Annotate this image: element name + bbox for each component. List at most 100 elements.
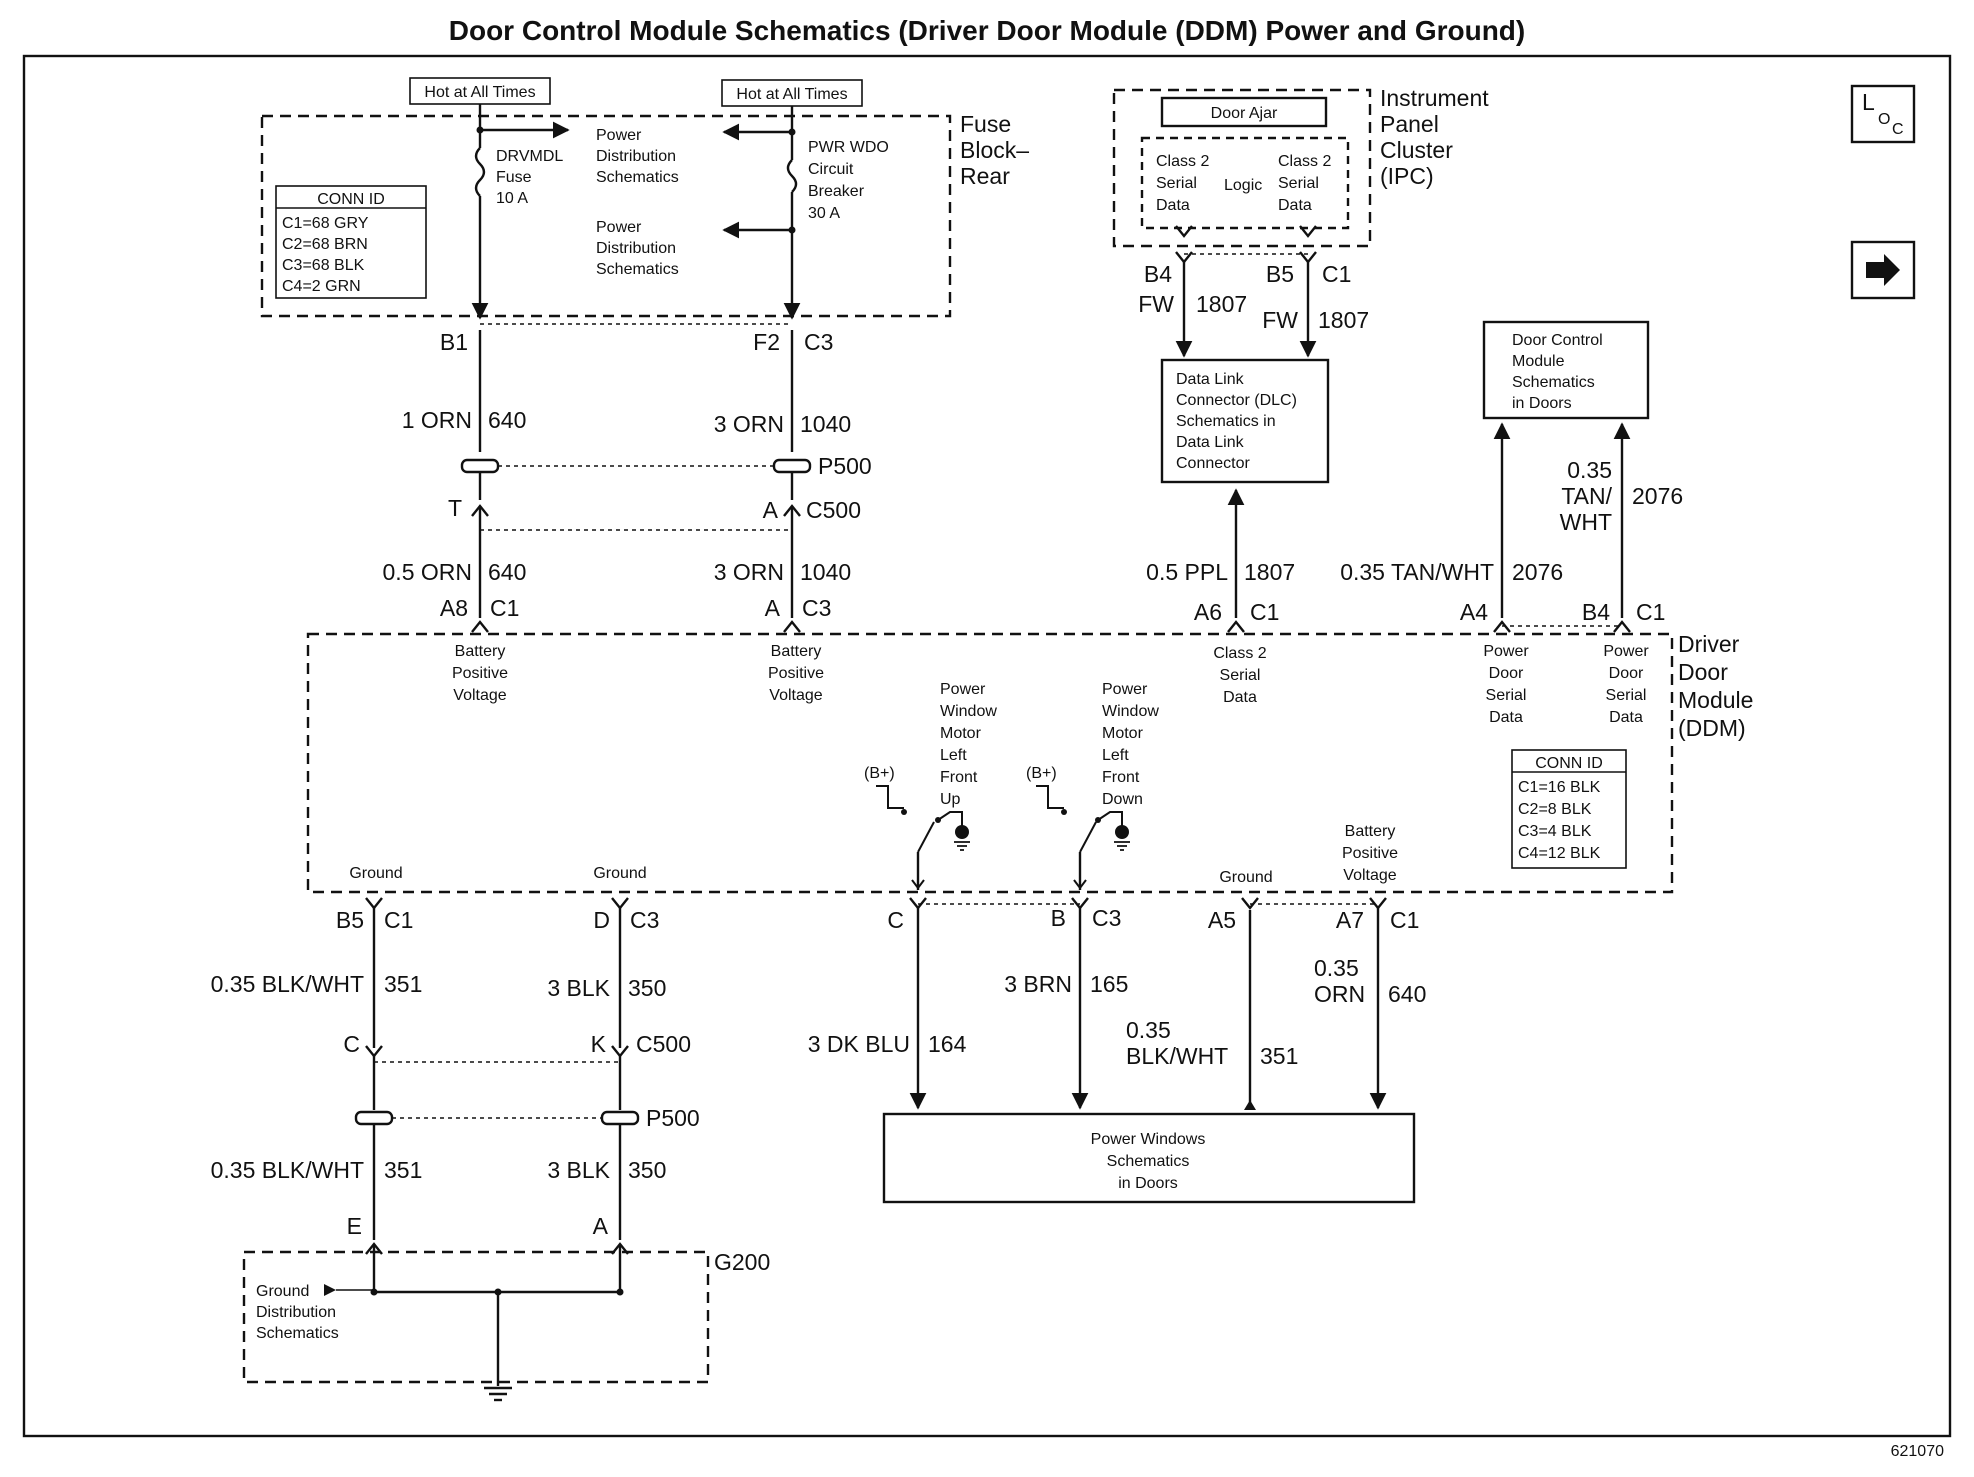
svg-text:T: T bbox=[448, 495, 462, 521]
svg-text:Motor: Motor bbox=[1102, 725, 1144, 742]
svg-text:1807: 1807 bbox=[1196, 291, 1247, 317]
svg-text:CONN ID: CONN ID bbox=[317, 191, 385, 208]
svg-text:1040: 1040 bbox=[800, 559, 851, 585]
figure-number: 621070 bbox=[1891, 1443, 1944, 1460]
svg-text:Power: Power bbox=[596, 127, 642, 144]
svg-text:Door: Door bbox=[1489, 665, 1524, 682]
svg-text:C3: C3 bbox=[1092, 905, 1121, 931]
svg-text:3 ORN: 3 ORN bbox=[714, 411, 784, 437]
svg-text:Battery: Battery bbox=[455, 643, 506, 660]
svg-text:0.5 PPL: 0.5 PPL bbox=[1146, 559, 1228, 585]
p500-connector-right bbox=[772, 458, 812, 474]
svg-text:0.35: 0.35 bbox=[1126, 1017, 1171, 1043]
upper-left-wires: B1 F2 C3 1 ORN 640 3 ORN 1040 P500 T A C… bbox=[383, 323, 872, 633]
svg-text:C1=16 BLK: C1=16 BLK bbox=[1518, 779, 1601, 796]
svg-text:G200: G200 bbox=[714, 1249, 770, 1275]
svg-text:A: A bbox=[763, 497, 779, 523]
svg-text:Voltage: Voltage bbox=[453, 687, 506, 704]
data-link-connector-box[interactable]: Data Link Connector (DLC) Schematics in … bbox=[1160, 358, 1330, 484]
ground-icon bbox=[484, 1386, 512, 1402]
svg-text:C4=12 BLK: C4=12 BLK bbox=[1518, 845, 1601, 862]
lower-right-wires: C B C3 3 DK BLU 164 3 BRN 165 A5 A7 C1 0… bbox=[808, 897, 1426, 1110]
svg-text:ORN: ORN bbox=[1314, 981, 1365, 1007]
svg-text:Positive: Positive bbox=[452, 665, 508, 682]
svg-text:1040: 1040 bbox=[800, 411, 851, 437]
svg-text:Data: Data bbox=[1223, 689, 1257, 706]
lower-left-ground-wires: B5 C1 D C3 0.35 BLK/WHT 351 3 BLK 350 C … bbox=[211, 897, 700, 1255]
fuse-block-rear: Fuse Block– Rear Hot at All Times Hot at… bbox=[260, 77, 1029, 320]
svg-text:640: 640 bbox=[488, 559, 526, 585]
svg-text:A6: A6 bbox=[1194, 599, 1222, 625]
svg-text:1807: 1807 bbox=[1318, 307, 1369, 333]
svg-text:Hot at All Times: Hot at All Times bbox=[424, 84, 535, 101]
door-control-module-doors-box[interactable]: Door Control Module Schematics in Doors bbox=[1482, 320, 1650, 420]
svg-text:Class 2: Class 2 bbox=[1213, 645, 1266, 662]
svg-text:351: 351 bbox=[384, 971, 422, 997]
svg-text:C500: C500 bbox=[636, 1031, 691, 1057]
svg-text:CONN ID: CONN ID bbox=[1535, 755, 1603, 772]
svg-text:Ground: Ground bbox=[349, 865, 402, 882]
svg-text:C1: C1 bbox=[1636, 599, 1665, 625]
svg-text:3 BLK: 3 BLK bbox=[547, 975, 610, 1001]
driver-door-module: Driver Door Module (DDM) Battery Positiv… bbox=[306, 631, 1753, 894]
ground-distribution-arrow-icon bbox=[324, 1284, 336, 1296]
svg-text:in Doors: in Doors bbox=[1512, 395, 1572, 412]
svg-text:Positive: Positive bbox=[1342, 845, 1398, 862]
svg-text:164: 164 bbox=[928, 1031, 967, 1057]
svg-text:640: 640 bbox=[1388, 981, 1426, 1007]
svg-text:2076: 2076 bbox=[1512, 559, 1563, 585]
svg-text:B4: B4 bbox=[1144, 261, 1172, 287]
svg-text:Class 2: Class 2 bbox=[1156, 153, 1209, 170]
svg-text:350: 350 bbox=[628, 975, 666, 1001]
svg-text:30 A: 30 A bbox=[808, 205, 840, 222]
svg-text:2076: 2076 bbox=[1632, 483, 1683, 509]
arrow-right-icon[interactable] bbox=[1850, 240, 1916, 300]
svg-text:PWR WDO: PWR WDO bbox=[808, 139, 889, 156]
page-title: Door Control Module Schematics (Driver D… bbox=[449, 15, 1525, 46]
svg-text:K: K bbox=[591, 1031, 607, 1057]
svg-text:C3: C3 bbox=[802, 595, 831, 621]
svg-text:Voltage: Voltage bbox=[1343, 867, 1396, 884]
power-windows-schematics-box[interactable]: Power Windows Schematics in Doors bbox=[882, 1112, 1416, 1204]
svg-text:Schematics: Schematics bbox=[596, 261, 679, 278]
svg-text:C1: C1 bbox=[490, 595, 519, 621]
svg-text:Door Ajar: Door Ajar bbox=[1211, 105, 1278, 122]
svg-text:3 BLK: 3 BLK bbox=[547, 1157, 610, 1183]
window-down-switch-icon bbox=[1036, 785, 1130, 890]
p500-connector-left bbox=[460, 458, 500, 474]
p500-connector-ground-right bbox=[600, 1110, 640, 1126]
svg-text:Class 2: Class 2 bbox=[1278, 153, 1331, 170]
svg-text:Data: Data bbox=[1609, 709, 1643, 726]
svg-text:C1: C1 bbox=[384, 907, 413, 933]
svg-text:(DDM): (DDM) bbox=[1678, 715, 1746, 741]
svg-text:3 BRN: 3 BRN bbox=[1004, 971, 1072, 997]
svg-text:P500: P500 bbox=[818, 453, 872, 479]
svg-text:C4=2 GRN: C4=2 GRN bbox=[282, 278, 361, 295]
upper-right-wires: 0.5 PPL 1807 A6 C1 0.35 TAN/WHT 2076 0.3… bbox=[1146, 422, 1683, 633]
svg-text:C500: C500 bbox=[806, 497, 861, 523]
svg-text:B: B bbox=[1051, 905, 1066, 931]
loc-icon[interactable]: L O C bbox=[1850, 84, 1916, 144]
svg-text:Down: Down bbox=[1102, 791, 1143, 808]
svg-text:Motor: Motor bbox=[940, 725, 982, 742]
instrument-panel-cluster: Instrument Panel Cluster (IPC) Door Ajar… bbox=[1112, 85, 1489, 248]
svg-text:B4: B4 bbox=[1582, 599, 1610, 625]
svg-text:Serial: Serial bbox=[1278, 175, 1319, 192]
svg-text:Fuse: Fuse bbox=[496, 169, 532, 186]
svg-text:Window: Window bbox=[940, 703, 997, 720]
svg-text:0.35 TAN/WHT: 0.35 TAN/WHT bbox=[1340, 559, 1494, 585]
svg-text:Positive: Positive bbox=[768, 665, 824, 682]
svg-text:Data: Data bbox=[1156, 197, 1190, 214]
svg-text:0.35 BLK/WHT: 0.35 BLK/WHT bbox=[211, 971, 364, 997]
svg-text:L: L bbox=[1862, 89, 1875, 115]
svg-text:1807: 1807 bbox=[1244, 559, 1295, 585]
svg-text:Power: Power bbox=[1483, 643, 1529, 660]
svg-text:Door: Door bbox=[1609, 665, 1644, 682]
svg-text:Power: Power bbox=[596, 219, 642, 236]
svg-text:640: 640 bbox=[488, 407, 526, 433]
svg-text:0.35 BLK/WHT: 0.35 BLK/WHT bbox=[211, 1157, 364, 1183]
svg-text:Data Link: Data Link bbox=[1176, 371, 1245, 388]
svg-text:C2=8 BLK: C2=8 BLK bbox=[1518, 801, 1592, 818]
svg-text:Left: Left bbox=[940, 747, 967, 764]
svg-text:C3=68 BLK: C3=68 BLK bbox=[282, 257, 365, 274]
